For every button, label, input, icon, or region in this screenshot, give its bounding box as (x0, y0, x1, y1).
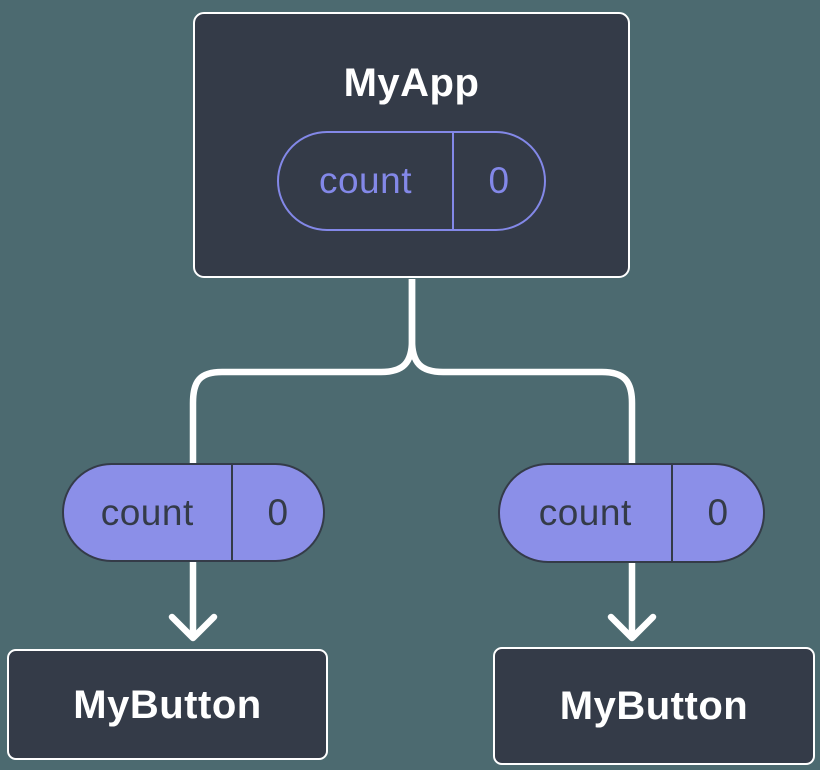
prop-name: count (318, 160, 412, 201)
prop-value: 0 (267, 491, 289, 533)
prop-pill-right-child: count 0 (498, 463, 765, 563)
arrow-right-head (607, 613, 657, 642)
prop-pill-left-child: count 0 (62, 463, 325, 562)
pill-divider (670, 465, 673, 561)
connector-root-to-right-prop (408, 279, 636, 466)
arrow-left-head (168, 613, 218, 642)
node-mybutton-right-label: MyButton (559, 684, 749, 728)
node-myapp: MyApp count 0 (193, 12, 630, 278)
node-mybutton-left-label: MyButton (73, 682, 262, 727)
prop-value: 0 (488, 160, 510, 201)
prop-pill-root: count 0 (277, 131, 546, 231)
node-mybutton-left: MyButton (7, 649, 328, 760)
node-myapp-label: MyApp (343, 61, 480, 105)
pill-divider (452, 133, 454, 229)
prop-name: count (538, 492, 632, 533)
pill-divider (230, 465, 233, 560)
connector-root-to-left-prop (189, 279, 416, 466)
prop-name: count (100, 491, 194, 533)
prop-value: 0 (707, 492, 729, 533)
node-mybutton-right: MyButton (493, 647, 815, 765)
